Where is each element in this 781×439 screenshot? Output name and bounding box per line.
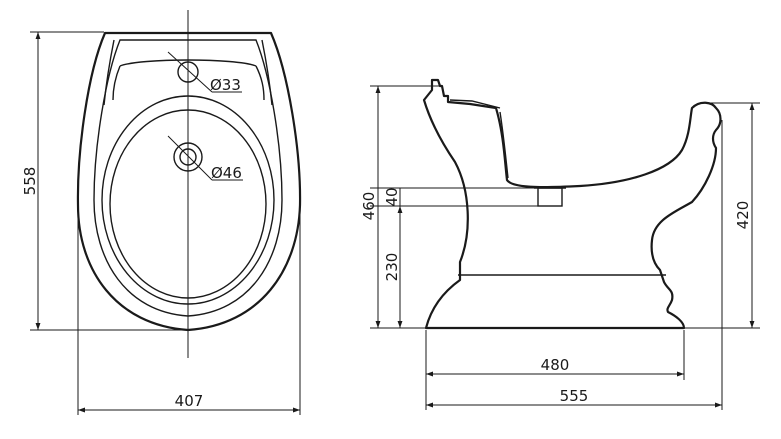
front-inner-rim: [93, 39, 283, 317]
drain-hole-outer: [173, 142, 203, 172]
front-deck-right-curl: [255, 65, 265, 101]
front-deck-left-curl: [112, 65, 121, 101]
front-view: Ø33 Ø46 558 407: [21, 10, 302, 415]
front-bowl-outer: [101, 95, 275, 305]
drain-hole-inner: [179, 148, 197, 166]
dim-407-label: 407: [175, 392, 204, 410]
side-view: 460 40 230 420 480 555: [360, 78, 760, 410]
dim-420-label: 420: [734, 201, 752, 230]
dim-480-label: 480: [541, 356, 570, 374]
side-body-outline: [422, 78, 722, 330]
dim-230-label: 230: [383, 253, 401, 282]
drain-hole-label: Ø46: [211, 164, 242, 182]
side-rim-inner: [449, 99, 501, 109]
tap-hole-label: Ø33: [210, 76, 241, 94]
dim-460-label: 460: [360, 192, 378, 221]
front-bowl-inner: [109, 109, 267, 299]
dim-40-label: 40: [383, 187, 401, 206]
tap-hole-leader: [167, 51, 213, 93]
dim-558-label: 558: [21, 167, 39, 196]
dim-555-label: 555: [560, 387, 589, 405]
front-deck-line: [119, 59, 257, 67]
side-bowl-inner: [499, 111, 509, 179]
side-drain-outlet: [537, 187, 563, 207]
drain-hole-leader: [167, 135, 213, 181]
front-outer-outline: [76, 31, 302, 332]
front-deck-left: [103, 39, 115, 106]
tap-hole: [177, 61, 199, 83]
front-deck-right: [261, 39, 273, 106]
